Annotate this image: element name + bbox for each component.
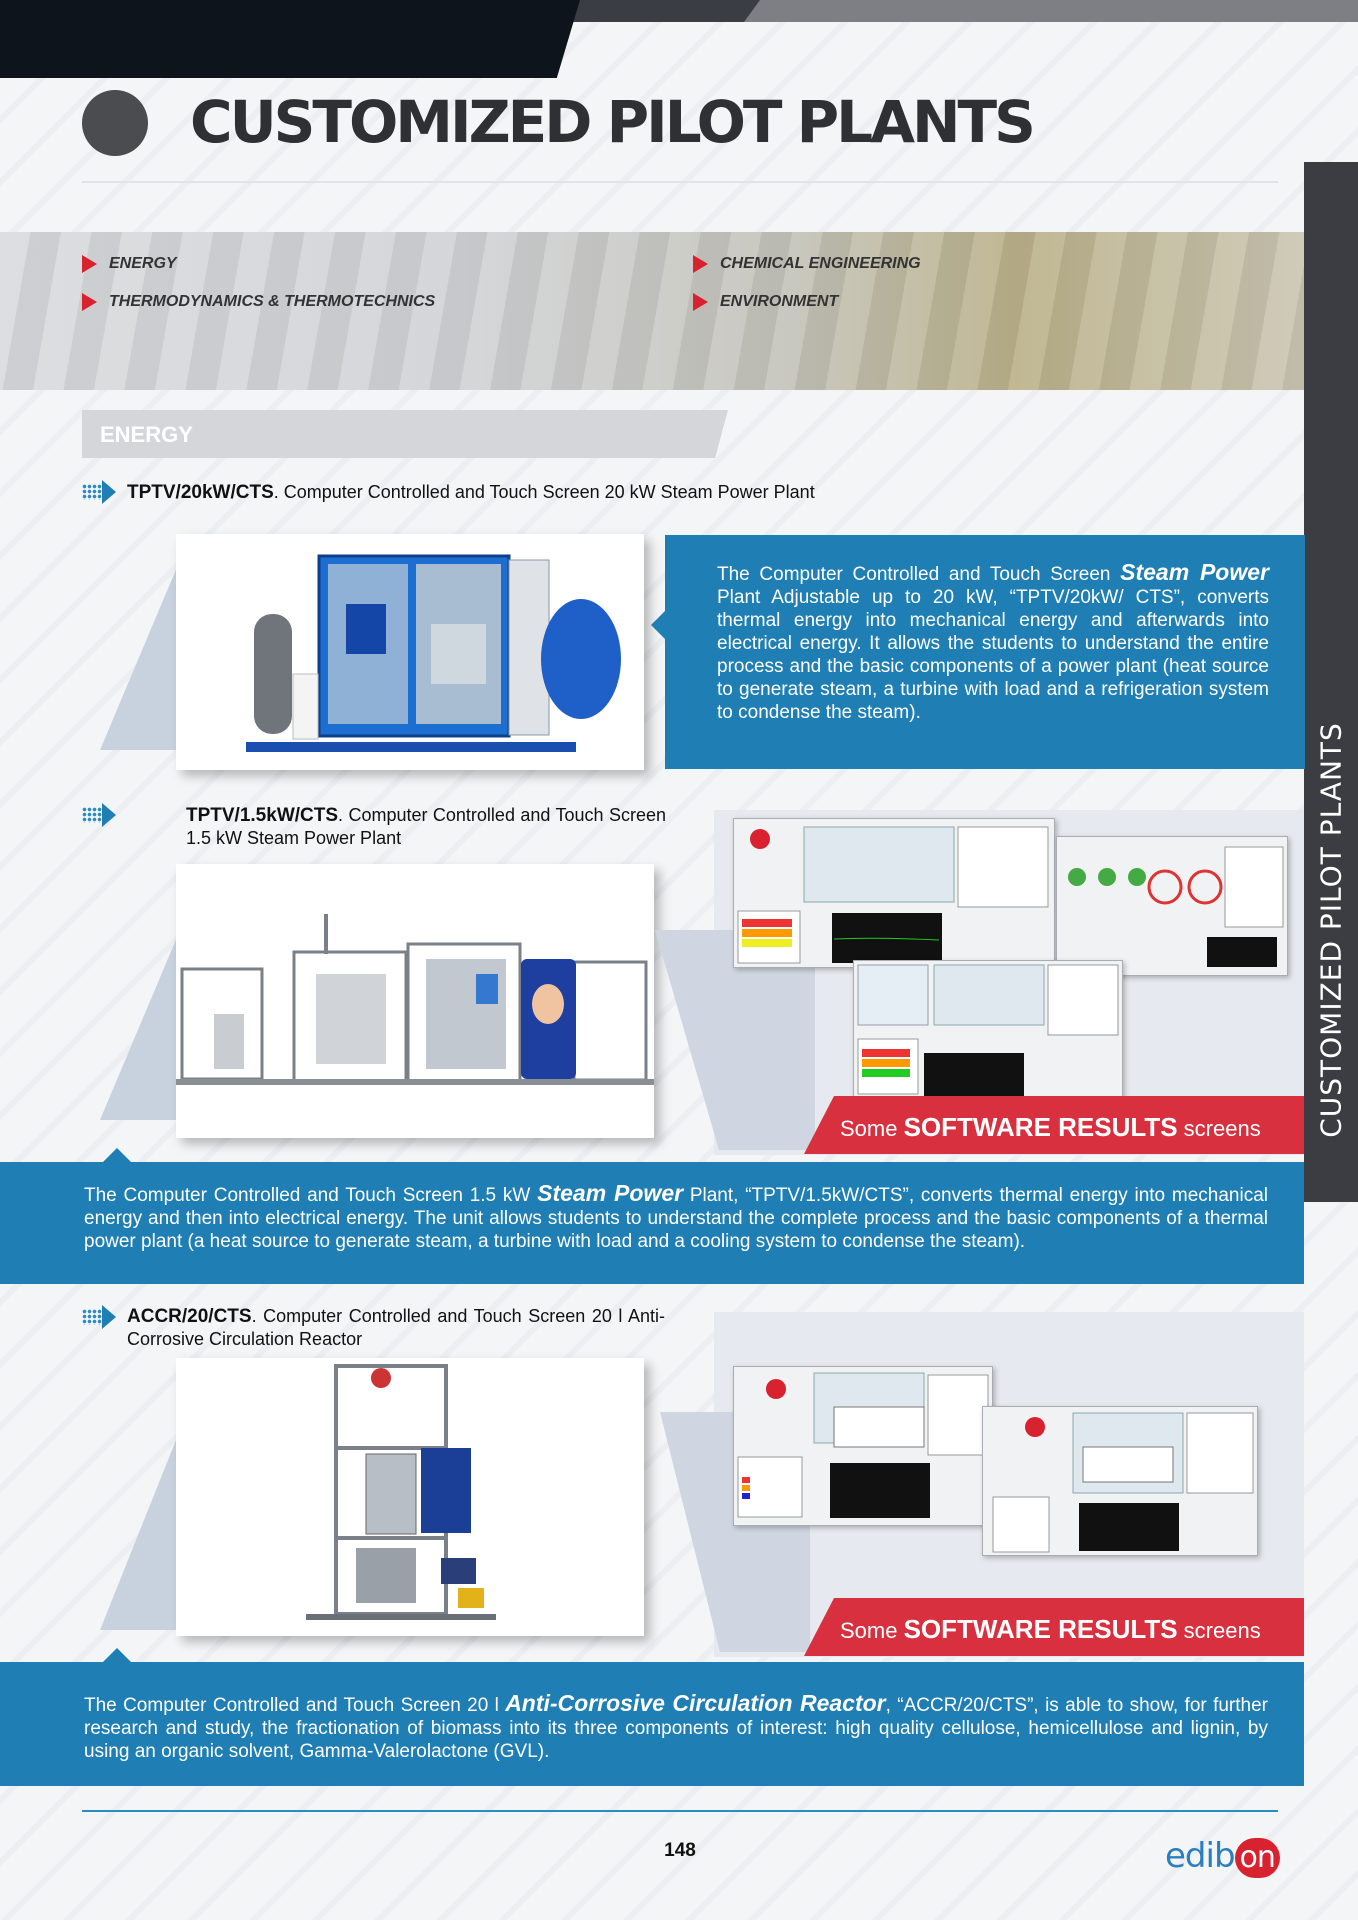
product-name: . Computer Controlled and Touch Screen 1… (186, 805, 666, 848)
product-arrow-icon (82, 1305, 120, 1329)
category-label: THERMODYNAMICS & THERMOTECHNICS (109, 293, 436, 310)
logo-text: edib (1165, 1836, 1236, 1876)
section-label: ENERGY (82, 410, 728, 458)
desc-text: Plant, “TPTV/1.5kW/CTS”, converts therma… (84, 1185, 1268, 1252)
banner-text: screens (1177, 1618, 1261, 1643)
desc-text: The Computer Controlled and Touch Screen… (84, 1185, 538, 1206)
product-1-heading: TPTV/20kW/CTS. Computer Controlled and T… (127, 481, 887, 504)
title-divider (82, 181, 1278, 183)
desc-text: , “ACCR/20/CTS”, is able to show, for fu… (84, 1695, 1268, 1762)
category-chemical-engineering[interactable]: CHEMICAL ENGINEERING (693, 255, 921, 273)
product-code: TPTV/1.5kW/CTS (186, 805, 339, 826)
desc-text: The Computer Controlled and Touch Screen… (84, 1695, 506, 1716)
logo-accent: on (1234, 1838, 1280, 1878)
red-arrow-icon (82, 255, 97, 273)
software-screen-1 (733, 818, 1055, 968)
page-title: CUSTOMIZED PILOT PLANTS (190, 88, 1036, 156)
box-pointer (651, 611, 665, 639)
side-tab-label: CUSTOMIZED PILOT PLANTS (1314, 722, 1348, 1138)
red-arrow-icon (693, 293, 708, 311)
product-name: . Computer Controlled and Touch Screen 2… (273, 482, 815, 502)
software-results-banner: Some SOFTWARE RESULTS screens (804, 1096, 1304, 1154)
software-screen-4 (733, 1366, 993, 1526)
category-environment[interactable]: ENVIRONMENT (693, 293, 838, 311)
banner-text: screens (1177, 1116, 1261, 1141)
software-screen-3 (853, 960, 1123, 1100)
top-banner-mid (560, 0, 760, 22)
desc-highlight: Steam Power (1120, 559, 1269, 585)
category-band (0, 232, 1304, 390)
category-thermodynamics[interactable]: THERMODYNAMICS & THERMOTECHNICS (82, 293, 435, 311)
product-arrow-icon (82, 803, 120, 827)
product-3-heading: ACCR/20/CTS. Computer Controlled and Tou… (127, 1305, 665, 1350)
product-code: TPTV/20kW/CTS (127, 482, 274, 503)
product-1-description: The Computer Controlled and Touch Screen… (665, 535, 1305, 769)
banner-highlight: SOFTWARE RESULTS (903, 1614, 1178, 1644)
product-2-description: The Computer Controlled and Touch Screen… (0, 1162, 1304, 1284)
product-1-photo (176, 534, 644, 770)
red-arrow-icon (82, 293, 97, 311)
title-bullet-icon (82, 90, 148, 156)
desc-highlight: Steam Power (537, 1180, 684, 1206)
desc-text: The Computer Controlled and Touch Screen (717, 564, 1121, 585)
banner-text: Some (840, 1618, 904, 1643)
category-label: CHEMICAL ENGINEERING (720, 255, 921, 272)
software-screen-2 (1056, 836, 1288, 976)
box-pointer (103, 1648, 131, 1662)
footer-divider (82, 1810, 1278, 1812)
product-2-heading: TPTV/1.5kW/CTS. Computer Controlled and … (186, 804, 666, 849)
box-pointer (103, 1148, 131, 1162)
category-label: ENVIRONMENT (720, 293, 839, 310)
banner-highlight: SOFTWARE RESULTS (903, 1112, 1178, 1142)
top-banner-dark (0, 0, 580, 78)
banner-text: Some (840, 1116, 904, 1141)
red-arrow-icon (693, 255, 708, 273)
product-code: ACCR/20/CTS (127, 1306, 252, 1327)
desc-highlight: Anti-Corrosive Circulation Reactor (505, 1690, 886, 1716)
page-number: 148 (664, 1840, 696, 1861)
product-name: . Computer Controlled and Touch Screen 2… (127, 1306, 665, 1349)
product-3-photo (176, 1358, 644, 1636)
category-energy[interactable]: ENERGY (82, 255, 177, 273)
product-arrow-icon (82, 480, 120, 504)
category-label: ENERGY (109, 255, 177, 272)
side-tab (1304, 162, 1358, 1202)
desc-text: Plant Adjustable up to 20 kW, “TPTV/20kW… (717, 587, 1269, 723)
product-2-photo (176, 864, 654, 1138)
top-banner-gray (560, 0, 1358, 22)
software-screen-5 (982, 1406, 1258, 1556)
software-results-banner: Some SOFTWARE RESULTS screens (804, 1598, 1304, 1656)
product-3-description: The Computer Controlled and Touch Screen… (0, 1662, 1304, 1786)
